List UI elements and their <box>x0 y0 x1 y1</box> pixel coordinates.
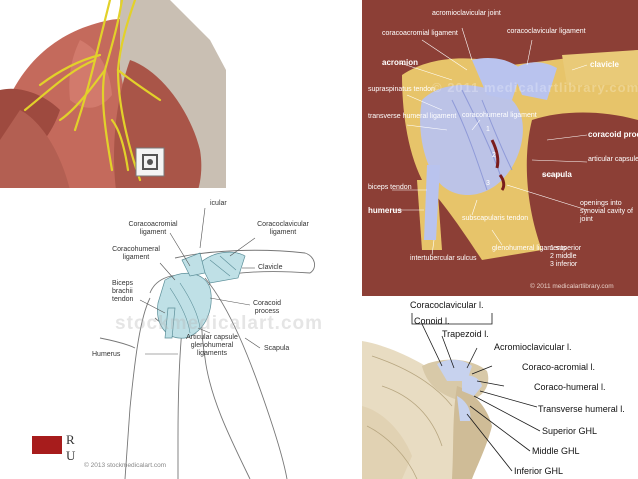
label-transverse-humeral: Transverse humeral l. <box>538 404 625 414</box>
label-superior-ghl: Superior GHL <box>542 426 598 436</box>
label-coracoid-process: coracoid process <box>588 130 638 139</box>
label-clavicle: Clavicle <box>258 264 283 271</box>
label-coracoclavicular: Coracoclavicular l. <box>410 300 484 310</box>
label-coracohumeral-ligament: Coracohumeral ligament <box>112 246 160 261</box>
label-glenohumeral-ligaments: glenohumeral ligaments <box>492 245 567 252</box>
label-biceps-brachii-tendon: Biceps brachii tendon <box>112 280 134 303</box>
copyright-text: © 2011 medicalartlibrary.com <box>530 283 614 290</box>
label-biceps-tendon: biceps tendon <box>368 184 412 191</box>
label-gl-middle: 2 middle <box>550 253 577 260</box>
label-acromioclavicular: Acromioclavicular l. <box>494 342 572 352</box>
label-number-1: 1 <box>486 126 490 133</box>
label-supraspinatus-tendon: supraspinatus tendon <box>368 86 435 93</box>
label-number-2: 2 <box>492 152 496 159</box>
label-gl-superior: 1 superior <box>550 245 582 252</box>
logo-letter-u: U <box>66 448 76 463</box>
panel-muscle-nerve-illustration <box>0 0 226 213</box>
label-clavicle: clavicle <box>590 60 619 69</box>
panel-line-drawing-shoulder: stockmedicalart.com icular Coracoacromia… <box>0 188 360 479</box>
panel-colored-shoulder-illustration: © 2011 medicalartlibrary.com acromioclav… <box>362 0 638 296</box>
label-humerus: humerus <box>368 206 402 215</box>
label-coracoid-process: Coracoid process <box>252 300 281 315</box>
label-articular-capsule-glenohumeral-ligaments: Articular capsule glenohumeral ligaments <box>186 334 238 357</box>
label-inferior-ghl: Inferior GHL <box>514 466 564 476</box>
label-middle-ghl: Middle GHL <box>532 446 580 456</box>
label-gl-inferior: 3 inferior <box>550 261 578 268</box>
label-coracohumeral-ligament: coracohumeral ligament <box>462 112 537 119</box>
label-humerus: Humerus <box>92 351 121 358</box>
label-coraco-humeral: Coraco-humeral l. <box>534 382 606 392</box>
label-transverse-humeral-ligament: transverse humeral ligament <box>368 113 457 120</box>
label-coracoclavicular-ligament: Coracoclavicular ligament <box>257 221 309 236</box>
label-coracoacromial-ligament: Coracoacromial ligament <box>128 221 178 236</box>
watermark-text: © 2011 medicalartlibrary.com <box>432 80 638 95</box>
label-trapezoid: Trapezoid l. <box>442 329 489 339</box>
watermark-text: stockmedicalart.com <box>115 313 324 334</box>
label-coracoacromial-ligament: coracoacromial ligament <box>382 30 458 37</box>
label-articular-capsule: articular capsule <box>588 156 638 163</box>
label-intertubercular-sulcus: intertubercular sulcus <box>410 255 477 262</box>
label-scapula: scapula <box>542 170 572 179</box>
label-icular: icular <box>210 200 227 207</box>
logo-mark <box>32 436 62 454</box>
label-conoid: Conoid l. <box>414 316 450 326</box>
realistic-shoulder-drawing <box>362 296 638 479</box>
colored-shoulder-drawing <box>392 27 638 260</box>
copyright-text: © 2013 stockmedicalart.com <box>84 462 167 469</box>
logo-letter-r: R <box>66 432 75 447</box>
label-coraco-acromial: Coraco-acromial l. <box>522 362 596 372</box>
label-openings-synovial-cavity: openings into synovial cavity of joint <box>580 200 633 223</box>
label-acromioclavicular-joint: acromioclavicular joint <box>432 10 501 17</box>
label-number-3: 3 <box>486 180 490 187</box>
label-coracoclavicular-ligament: coracoclavicular ligament <box>507 28 586 35</box>
label-subscapularis-tendon: subscapularis tendon <box>462 215 529 222</box>
muscle-nerve-drawing <box>0 0 226 213</box>
line-shoulder-drawing <box>99 207 316 479</box>
label-acromion: acromion <box>382 58 419 67</box>
panel-realistic-shoulder-labeled: Coracoclavicular l. Conoid l. Trapezoid … <box>362 296 638 479</box>
label-scapula: Scapula <box>264 345 290 352</box>
